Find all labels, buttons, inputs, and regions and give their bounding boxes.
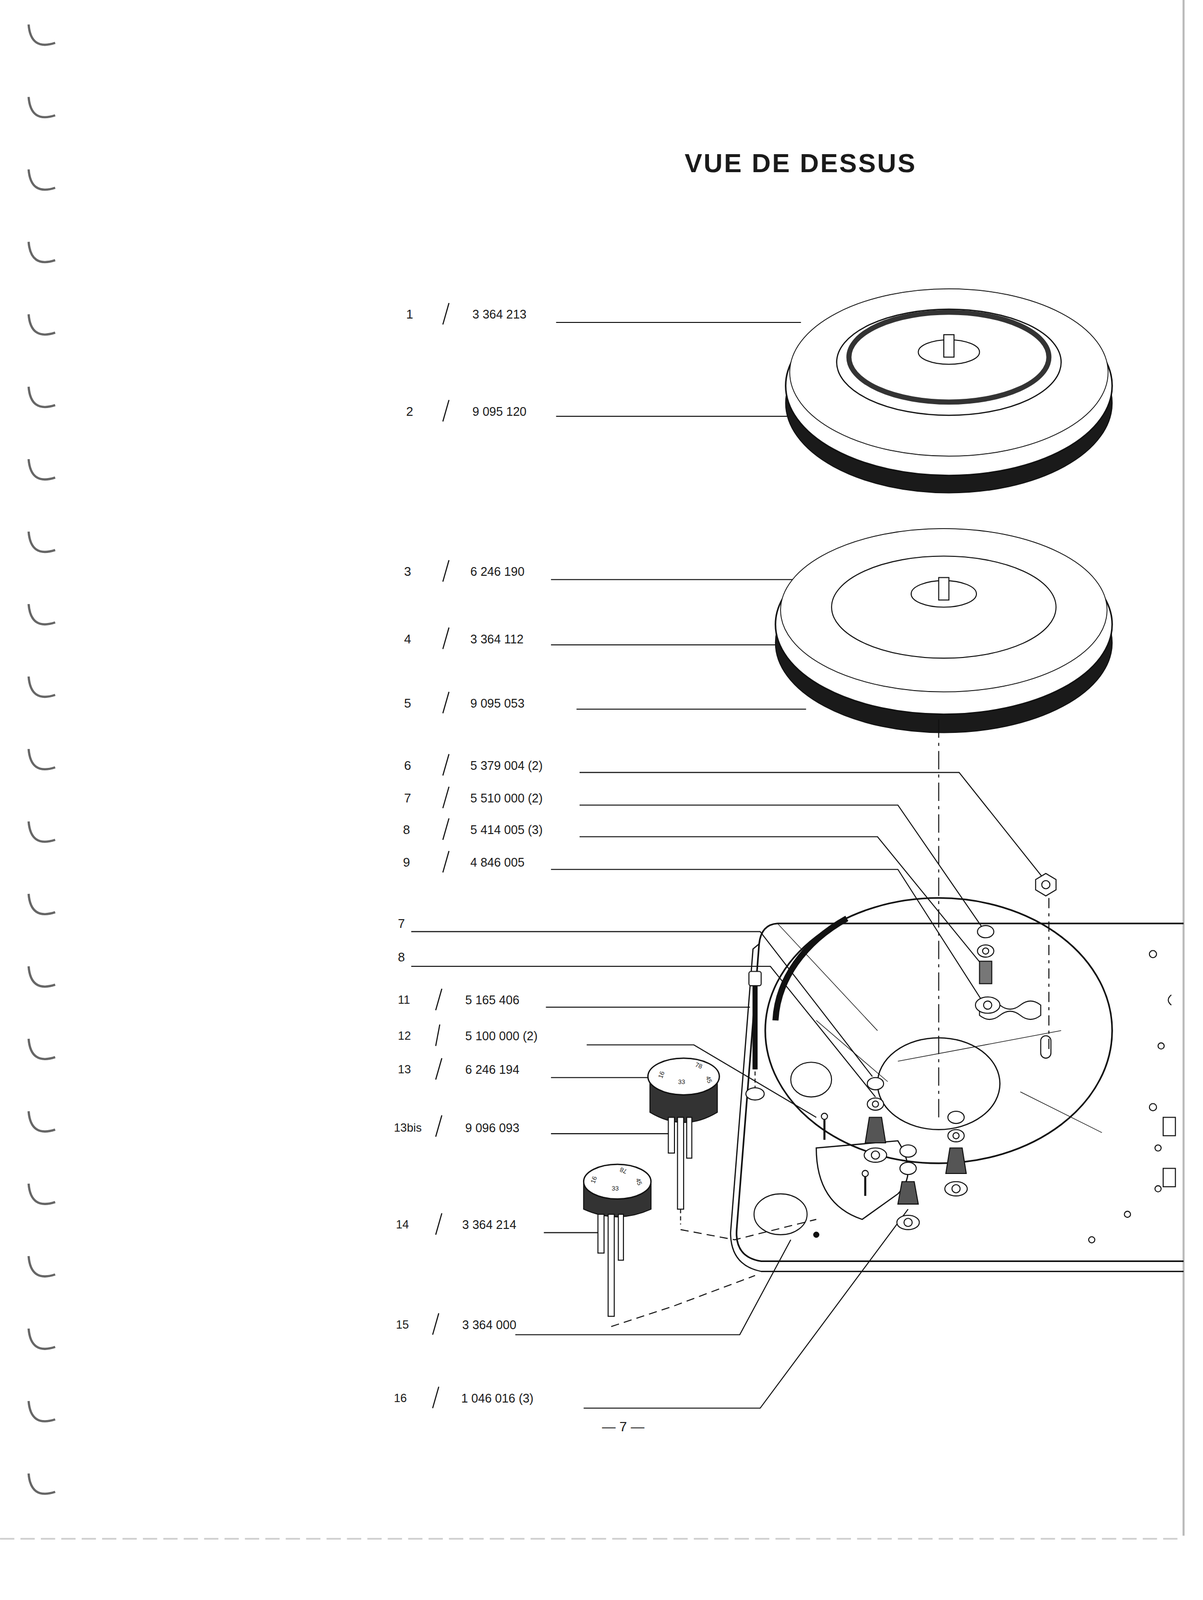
dial-mark: 33	[611, 1184, 619, 1191]
binding-hole	[28, 241, 56, 263]
binding-hole	[28, 893, 56, 915]
callout-number: 3	[404, 565, 411, 578]
dial-mark: 33	[677, 1078, 685, 1085]
callout-number: 14	[395, 1218, 409, 1231]
callout-number: 13	[397, 1063, 411, 1076]
part-number: 9 095 120	[472, 405, 527, 418]
part-number: 3 364 112	[470, 632, 524, 645]
callout-number: 7	[404, 791, 411, 805]
binding-hole	[28, 386, 56, 407]
callout-number: 13bis	[393, 1121, 422, 1134]
callout-number: 8	[397, 950, 405, 964]
callout-number: 15	[395, 1318, 409, 1331]
binding-hole	[28, 1328, 56, 1349]
page-number: — 7 —	[601, 1419, 645, 1434]
binding-hole	[28, 459, 56, 480]
part-number: 3 364 213	[472, 308, 527, 321]
part-number: 3 364 214	[462, 1218, 517, 1231]
part-number: 6 246 194	[465, 1063, 520, 1076]
binding-hole	[28, 603, 56, 625]
part-number: 6 246 190	[470, 565, 525, 578]
binding-hole	[28, 1473, 56, 1494]
part-number: 5 414 005 (3)	[470, 823, 543, 836]
callout-number: 12	[397, 1029, 411, 1042]
callout-number: 1	[406, 307, 413, 321]
part-number: 4 846 005	[470, 856, 525, 869]
part-number: 1 046 016 (3)	[460, 1391, 534, 1404]
callout-number: 16	[393, 1392, 407, 1404]
binding-hole	[28, 24, 56, 45]
binding-hole	[28, 966, 56, 987]
part-number: 5 165 406	[465, 993, 520, 1007]
page-title: VUE DE DESSUS	[684, 149, 917, 177]
part-number: 3 364 000	[462, 1318, 517, 1331]
binding-hole	[28, 676, 56, 697]
callout-number: 8	[403, 823, 410, 836]
binding-hole	[28, 1183, 56, 1204]
binding-hole	[28, 531, 56, 552]
binding-hole	[28, 1256, 56, 1277]
binding-hole	[28, 1400, 56, 1422]
callout-number: 7	[397, 917, 405, 930]
callout-number: 5	[404, 696, 411, 710]
callout-number: 4	[404, 632, 411, 646]
callout-number: 6	[404, 759, 411, 772]
binding-hole	[28, 748, 56, 770]
callout-number: 9	[403, 855, 410, 869]
callout-number: 2	[406, 405, 413, 418]
binding-hole	[28, 96, 56, 118]
part-number: 9 096 093	[465, 1121, 520, 1134]
binding-hole	[28, 1038, 56, 1060]
callout-number: 11	[397, 993, 410, 1006]
binding-hole	[28, 314, 56, 335]
part-number: 5 100 000 (2)	[465, 1029, 538, 1042]
part-number: 5 379 004 (2)	[470, 759, 543, 772]
binding-hole	[28, 1111, 56, 1132]
part-number: 5 510 000 (2)	[470, 791, 543, 804]
part-number: 9 095 053	[470, 696, 525, 709]
binding-hole	[28, 821, 56, 842]
binding-hole	[28, 169, 56, 190]
